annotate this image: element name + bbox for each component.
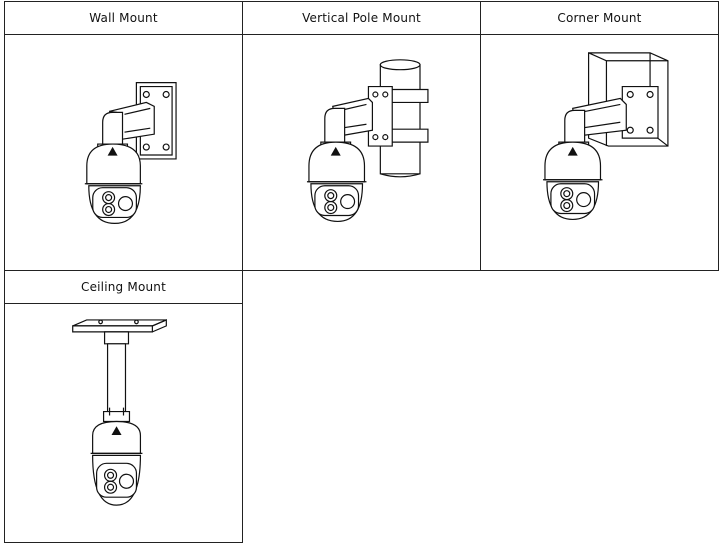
dome-camera — [85, 144, 143, 223]
ceiling-mount-illustration — [5, 304, 242, 542]
ceiling-plate — [73, 320, 167, 332]
pole-mount-illustration — [243, 35, 480, 270]
mount-title-pole: Vertical Pole Mount — [243, 2, 480, 35]
dome-camera — [307, 142, 366, 221]
dome-camera — [543, 142, 602, 219]
corner-mount-illustration — [481, 35, 718, 270]
dome-camera — [91, 422, 143, 506]
corner-arm — [565, 98, 626, 142]
mount-cell-wall: Wall Mount — [4, 1, 243, 271]
vertical-pole — [368, 60, 427, 177]
wall-arm — [103, 102, 155, 144]
mount-title-corner: Corner Mount — [481, 2, 718, 35]
mount-title-wall: Wall Mount — [5, 2, 242, 35]
mount-cell-pole: Vertical Pole Mount — [242, 1, 481, 271]
pole-arm — [325, 98, 373, 142]
pendant-pipe — [104, 332, 130, 422]
mount-title-ceiling: Ceiling Mount — [5, 271, 242, 304]
wall-mount-illustration — [5, 35, 242, 270]
mount-cell-corner: Corner Mount — [480, 1, 719, 271]
mount-cell-ceiling: Ceiling Mount — [4, 270, 243, 543]
